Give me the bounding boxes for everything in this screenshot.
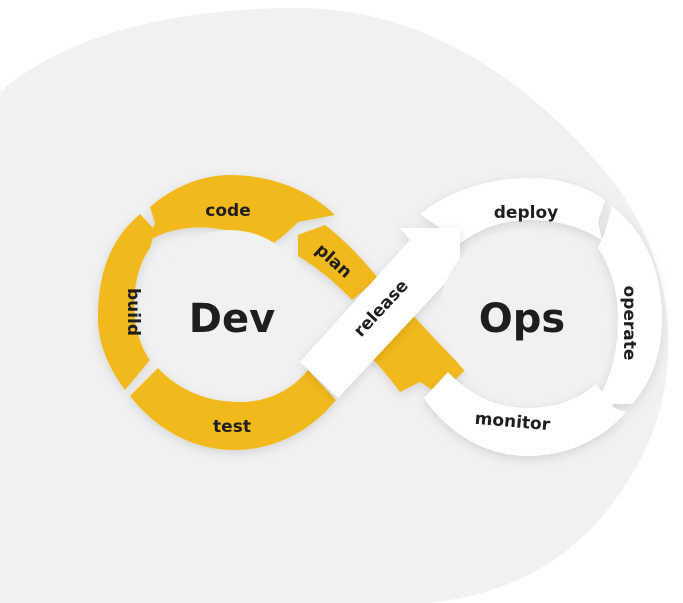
code-segment xyxy=(150,175,335,248)
build-segment xyxy=(98,214,155,390)
dev-hub xyxy=(148,230,312,394)
test-label: test xyxy=(213,417,251,437)
build-label: build xyxy=(123,288,143,336)
deploy-segment xyxy=(420,178,605,248)
test-segment xyxy=(130,368,336,450)
dev-label: Dev xyxy=(189,296,275,342)
operate-segment xyxy=(590,206,662,410)
background-blob xyxy=(0,8,669,603)
operate-label: operate xyxy=(619,286,639,361)
ops-label: Ops xyxy=(479,296,565,342)
monitor-segment xyxy=(424,372,626,456)
release-arrow xyxy=(300,228,460,398)
ops-hub xyxy=(440,230,604,394)
deploy-label: deploy xyxy=(494,203,558,223)
plan-segment xyxy=(298,225,378,300)
ops-loop xyxy=(420,178,662,456)
code-label: code xyxy=(205,201,250,221)
dev-loop xyxy=(98,175,465,450)
